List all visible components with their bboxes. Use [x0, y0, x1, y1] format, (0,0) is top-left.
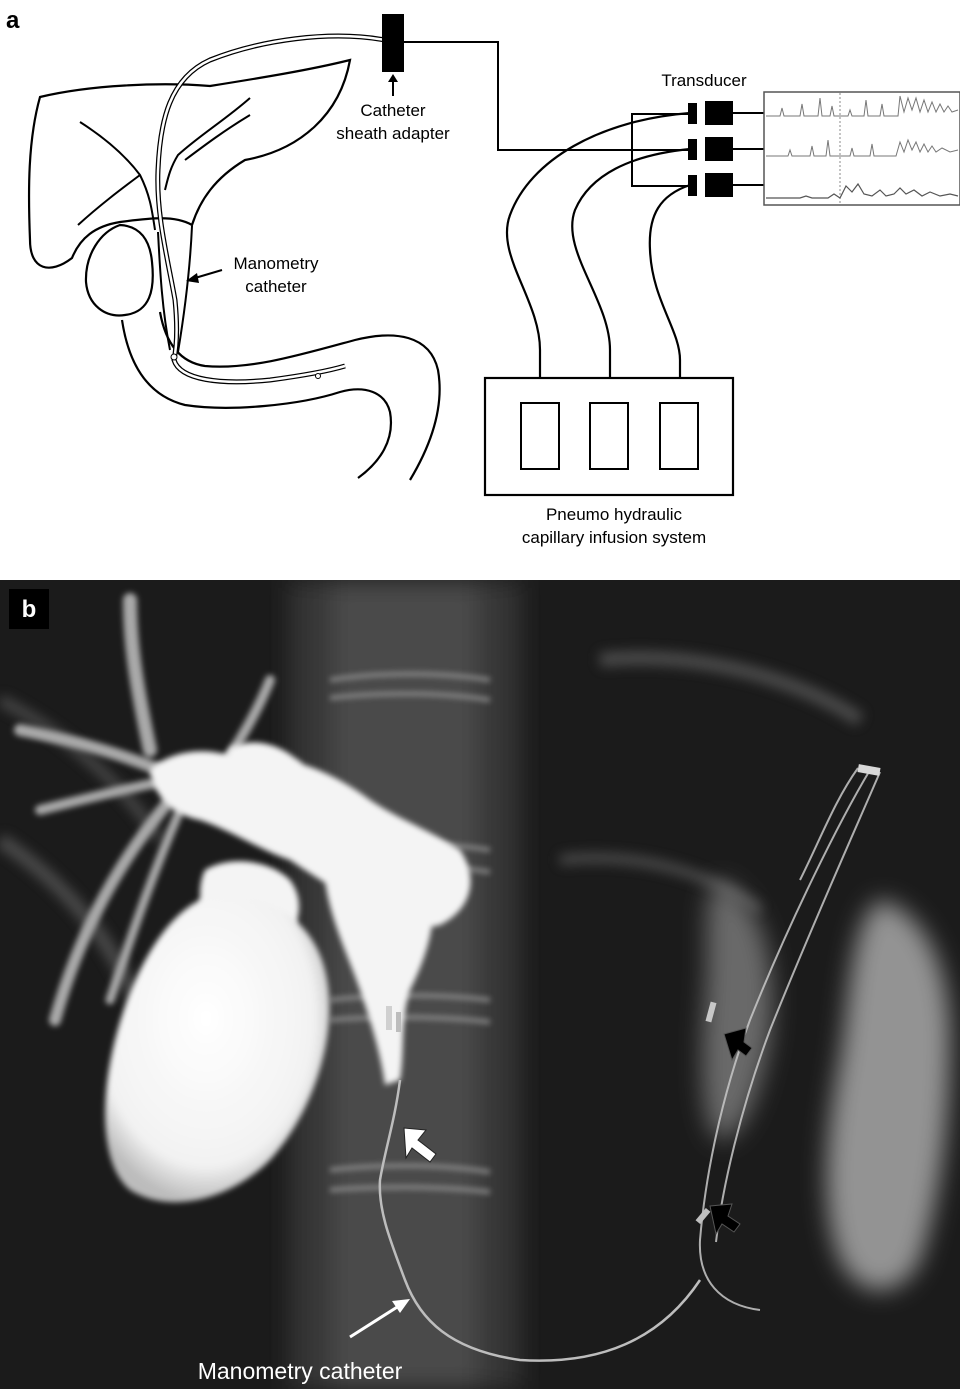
- duodenum-outline: [122, 312, 440, 480]
- infusion-reservoir-1: [521, 403, 559, 469]
- catheter-marker-1: [386, 1006, 392, 1030]
- catheter-port-2: [316, 374, 321, 379]
- manometry-schematic: a Catheter sheath adapter Manometry cath…: [0, 0, 960, 580]
- catheter-sheath-label-1: Catheter: [360, 101, 426, 120]
- catheter-sheath-label-2: sheath adapter: [336, 124, 450, 143]
- infusion-reservoir-3: [660, 403, 698, 469]
- catheter-marker-2: [396, 1012, 401, 1032]
- transducer-channel-2: [688, 137, 764, 161]
- transducer-channel-1: [688, 101, 764, 125]
- liver-outline: [29, 60, 350, 268]
- infusion-system-box: [485, 378, 733, 495]
- manometry-label-arrow: [195, 270, 222, 278]
- transducer-label: Transducer: [661, 71, 747, 90]
- catheter-port-1: [171, 354, 177, 360]
- sheath-adapter-block: [382, 14, 404, 72]
- manometry-catheter-caption: Manometry catheter: [198, 1358, 403, 1384]
- panel-a-letter: a: [6, 7, 20, 34]
- gallbladder-outline: [86, 225, 153, 315]
- infusion-label-2: capillary infusion system: [522, 528, 706, 547]
- manometry-label-1: Manometry: [233, 254, 319, 273]
- xray-image: b Manometry catheter: [0, 580, 960, 1389]
- infusion-tube-3: [650, 185, 690, 378]
- transducer-channel-3: [688, 173, 764, 197]
- panel-b-letter: b: [22, 596, 37, 623]
- manometry-label-2: catheter: [245, 277, 307, 296]
- infusion-reservoir-2: [590, 403, 628, 469]
- infusion-label-1: Pneumo hydraulic: [546, 505, 683, 524]
- pressure-recording: [764, 92, 960, 205]
